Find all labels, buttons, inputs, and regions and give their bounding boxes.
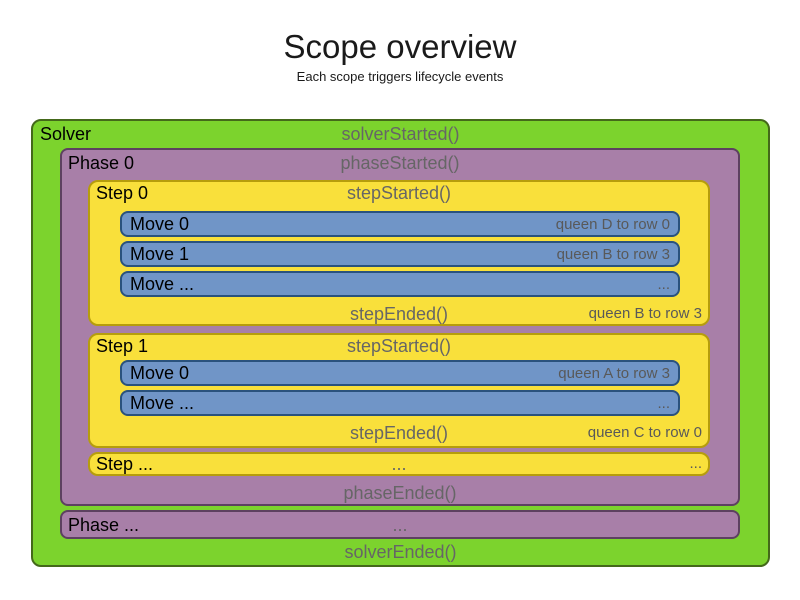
move-row: Move ... ... [120, 271, 680, 297]
step1-scope-box: Step 1 stepStarted() Move 0 queen A to r… [88, 333, 710, 448]
phase-more-center-note: ... [392, 515, 408, 535]
move-row: Move 0 queen A to row 3 [120, 360, 680, 386]
solver-started-event: solverStarted() [341, 124, 460, 144]
phase0-label: Phase 0 [68, 153, 135, 173]
page-subtitle: Each scope triggers lifecycle events [296, 69, 504, 84]
step0-label: Step 0 [96, 183, 149, 203]
move-row: Move 0 queen D to row 0 [120, 211, 680, 237]
step1-ended-note: queen C to row 0 [587, 424, 702, 441]
solver-scope-box: Solver solverStarted() Phase 0 phaseStar… [31, 119, 770, 567]
move-row: Move 1 queen B to row 3 [120, 241, 680, 267]
solver-label: Solver [40, 124, 92, 144]
phase0-scope-box: Phase 0 phaseStarted() Step 0 stepStarte… [60, 148, 740, 506]
phase-more-scope-box: Phase ... ... [60, 510, 740, 539]
move-label: Move ... [130, 273, 195, 294]
move-note: queen D to row 0 [555, 215, 670, 233]
step0-scope-box: Step 0 stepStarted() Move 0 queen D to r… [88, 180, 710, 326]
solver-ended-event: solverEnded() [344, 542, 457, 562]
move-note: queen A to row 3 [558, 364, 670, 382]
move-note: ... [657, 394, 670, 412]
phase0-started-event: phaseStarted() [340, 153, 460, 173]
move-row: Move ... ... [120, 390, 680, 416]
move-note: ... [657, 275, 670, 293]
move-label: Move 1 [130, 243, 190, 264]
step-more-scope-box: Step ... ... ... [88, 452, 710, 476]
move-label: Move ... [130, 392, 195, 413]
phase-more-label: Phase ... [68, 515, 140, 535]
move-note: queen B to row 3 [556, 245, 670, 263]
step0-started-event: stepStarted() [346, 183, 452, 203]
step-more-right-note: ... [689, 455, 702, 472]
move-label: Move 0 [130, 362, 190, 383]
step1-ended-event: stepEnded() [349, 423, 449, 443]
phase0-ended-event: phaseEnded() [343, 483, 457, 503]
step1-started-event: stepStarted() [346, 336, 452, 356]
move-label: Move 0 [130, 213, 190, 234]
step0-ended-event: stepEnded() [349, 304, 449, 324]
step-more-center-note: ... [391, 454, 407, 474]
page-title: Scope overview [283, 28, 517, 65]
step-more-label: Step ... [96, 454, 154, 474]
step1-label: Step 1 [96, 336, 149, 356]
step0-ended-note: queen B to row 3 [588, 305, 702, 322]
